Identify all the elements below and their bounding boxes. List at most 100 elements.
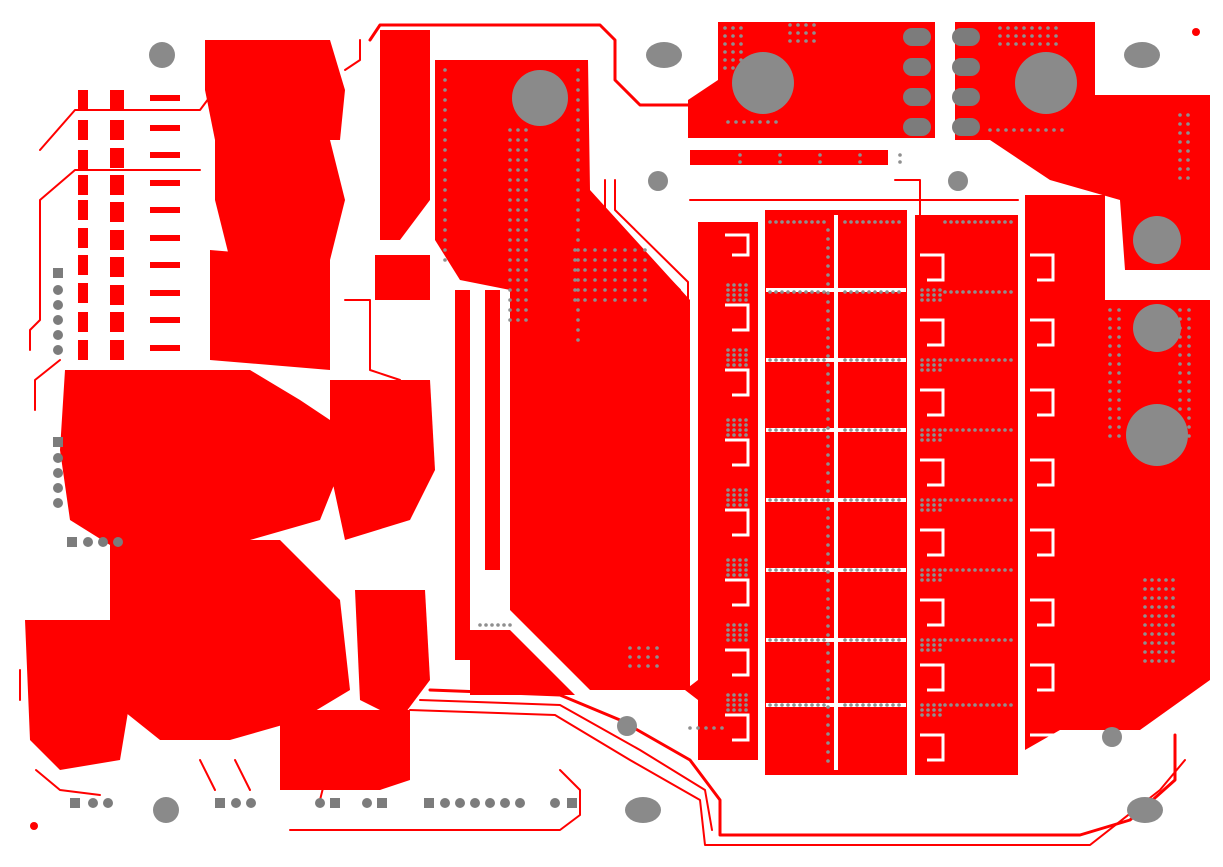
via bbox=[1187, 416, 1191, 420]
via bbox=[932, 708, 936, 712]
via bbox=[826, 300, 830, 304]
via bbox=[524, 188, 528, 192]
via bbox=[796, 23, 800, 27]
via bbox=[738, 493, 742, 497]
via bbox=[926, 288, 930, 292]
via bbox=[643, 258, 647, 262]
via bbox=[732, 503, 736, 507]
via bbox=[985, 498, 989, 502]
via bbox=[1150, 623, 1154, 627]
via bbox=[991, 568, 995, 572]
via bbox=[774, 703, 778, 707]
via bbox=[774, 220, 778, 224]
via bbox=[443, 188, 447, 192]
via bbox=[855, 703, 859, 707]
via bbox=[443, 98, 447, 102]
via bbox=[496, 623, 500, 627]
via bbox=[926, 703, 930, 707]
via bbox=[826, 606, 830, 610]
via bbox=[1178, 407, 1182, 411]
via bbox=[979, 290, 983, 294]
via bbox=[1003, 428, 1007, 432]
via bbox=[826, 705, 830, 709]
via bbox=[1178, 398, 1182, 402]
via bbox=[732, 708, 736, 712]
via bbox=[897, 358, 901, 362]
via bbox=[623, 248, 627, 252]
via bbox=[502, 623, 506, 627]
via bbox=[576, 198, 580, 202]
via bbox=[744, 488, 748, 492]
via bbox=[516, 308, 520, 312]
via bbox=[826, 444, 830, 448]
via bbox=[738, 160, 742, 164]
via bbox=[646, 655, 650, 659]
via bbox=[583, 258, 587, 262]
via bbox=[985, 703, 989, 707]
via bbox=[1004, 128, 1008, 132]
via bbox=[920, 573, 924, 577]
via bbox=[826, 507, 830, 511]
via bbox=[643, 288, 647, 292]
via bbox=[524, 158, 528, 162]
via bbox=[1178, 149, 1182, 153]
logic-pour-6 bbox=[355, 590, 430, 720]
via bbox=[822, 638, 826, 642]
via bbox=[920, 578, 924, 582]
via bbox=[726, 358, 730, 362]
via bbox=[826, 669, 830, 673]
via bbox=[774, 638, 778, 642]
via bbox=[867, 290, 871, 294]
via bbox=[967, 638, 971, 642]
via bbox=[804, 23, 808, 27]
via bbox=[1003, 703, 1007, 707]
via bbox=[1186, 122, 1190, 126]
via bbox=[726, 623, 730, 627]
via bbox=[943, 568, 947, 572]
via bbox=[1036, 128, 1040, 132]
via bbox=[726, 298, 730, 302]
via bbox=[932, 428, 936, 432]
via bbox=[1009, 358, 1013, 362]
via bbox=[991, 358, 995, 362]
via bbox=[516, 218, 520, 222]
via bbox=[997, 220, 1001, 224]
via bbox=[443, 208, 447, 212]
via bbox=[731, 42, 735, 46]
via bbox=[826, 633, 830, 637]
logic-pour-7 bbox=[280, 710, 410, 790]
via bbox=[792, 498, 796, 502]
via bbox=[1143, 605, 1147, 609]
via bbox=[885, 638, 889, 642]
via bbox=[1187, 362, 1191, 366]
via bbox=[897, 428, 901, 432]
via bbox=[603, 268, 607, 272]
via bbox=[1003, 638, 1007, 642]
via bbox=[926, 573, 930, 577]
via bbox=[855, 220, 859, 224]
via bbox=[1143, 587, 1147, 591]
via bbox=[873, 290, 877, 294]
via bbox=[583, 268, 587, 272]
via bbox=[932, 433, 936, 437]
via bbox=[490, 623, 494, 627]
via bbox=[926, 578, 930, 582]
via bbox=[524, 278, 528, 282]
via bbox=[961, 498, 965, 502]
via bbox=[1171, 650, 1175, 654]
via bbox=[1108, 371, 1112, 375]
via bbox=[926, 508, 930, 512]
via bbox=[967, 290, 971, 294]
hole-big-1 bbox=[512, 70, 568, 126]
via bbox=[1157, 623, 1161, 627]
via bbox=[1164, 623, 1168, 627]
via bbox=[744, 563, 748, 567]
via bbox=[949, 220, 953, 224]
via bbox=[826, 534, 830, 538]
via bbox=[955, 290, 959, 294]
via bbox=[443, 238, 447, 242]
via bbox=[726, 283, 730, 287]
via bbox=[826, 525, 830, 529]
via bbox=[873, 568, 877, 572]
via bbox=[1009, 428, 1013, 432]
